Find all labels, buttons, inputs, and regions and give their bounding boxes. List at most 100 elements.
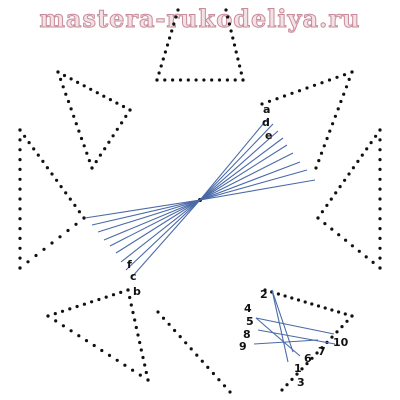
pin-dot: [234, 50, 238, 54]
pin-dot: [186, 78, 190, 82]
pin-dot: [46, 314, 50, 318]
pin-dot: [312, 83, 317, 87]
pin-dot: [378, 128, 382, 132]
pin-dot: [168, 36, 172, 40]
pin-dot: [316, 216, 320, 220]
pin-dot: [85, 151, 89, 155]
pin-dot: [82, 144, 86, 148]
thread-line: [109, 144, 288, 247]
pin-dot: [98, 153, 102, 157]
pin-dot: [134, 325, 138, 330]
pin-dot: [314, 166, 318, 170]
pin-dot: [136, 333, 140, 337]
pin-dot: [329, 197, 333, 201]
pin-dot: [163, 50, 167, 54]
pin-dot: [347, 77, 351, 81]
label-10: 10: [333, 336, 349, 349]
pin-dot: [323, 306, 327, 310]
pin-dot: [159, 64, 163, 68]
pin-dot: [297, 89, 302, 93]
pin-dot: [161, 316, 166, 320]
pin-dot: [357, 249, 361, 253]
pin-dot: [119, 290, 123, 294]
pin-dot: [238, 64, 242, 68]
pin-dot: [296, 298, 301, 302]
site-watermark: mastera-rukodeliya.ru: [39, 4, 361, 34]
pin-dot: [342, 73, 347, 77]
pin-dot: [267, 99, 272, 103]
pin-dot: [365, 147, 369, 151]
pin-dot: [337, 310, 341, 314]
pin-dot: [68, 197, 72, 201]
thread-line: [91, 123, 274, 226]
pin-dot: [18, 246, 22, 250]
pin-dot: [100, 348, 104, 353]
pin-dot: [231, 36, 235, 40]
pin-dot: [107, 353, 112, 357]
pin-dot: [26, 260, 30, 264]
pin-dot: [378, 256, 382, 260]
pin-dot: [53, 312, 57, 316]
pin-dot: [200, 359, 204, 363]
pin-dot: [36, 153, 40, 157]
pin-dot: [138, 373, 142, 377]
pin-dot: [77, 210, 81, 214]
pin-dot: [350, 314, 354, 318]
example-thread-line: [271, 289, 289, 363]
pin-dot: [282, 94, 287, 98]
pin-dot: [378, 187, 382, 191]
pin-dot: [61, 324, 65, 328]
pin-dot: [77, 129, 81, 133]
pin-dot: [378, 227, 382, 231]
pin-dot: [18, 187, 22, 191]
pin-dot: [300, 367, 304, 371]
pin-dot: [18, 128, 22, 132]
pin-dot: [239, 71, 243, 75]
pin-dot: [59, 77, 63, 81]
pin-dot: [378, 207, 382, 211]
pin-dot: [378, 167, 382, 171]
pin-dot: [290, 377, 294, 381]
pin-dot: [320, 346, 324, 350]
pin-dot: [143, 363, 147, 367]
pin-dot: [79, 136, 84, 141]
pin-dot: [374, 134, 378, 138]
pin-dot: [343, 178, 347, 182]
example-thread-line: [255, 317, 301, 357]
pin-dot: [360, 153, 364, 157]
pin-dot: [18, 197, 22, 201]
pin-dot: [172, 22, 176, 26]
pin-dot: [174, 15, 178, 19]
example-thread-line: [253, 339, 319, 345]
pin-dot: [129, 303, 133, 307]
pin-dot: [138, 340, 142, 345]
pin-dot: [68, 307, 72, 311]
pin-dot: [18, 158, 22, 162]
pin-dot: [369, 141, 373, 145]
thread-line: [103, 137, 284, 241]
pin-dot: [55, 178, 59, 182]
example-thread-line: [257, 329, 336, 345]
pin-dot: [206, 365, 210, 369]
pin-dot: [339, 99, 343, 104]
pin-dot: [345, 319, 349, 323]
label-d: d: [262, 116, 270, 129]
pin-dot: [89, 87, 93, 91]
pin-dot: [364, 255, 368, 259]
label-c: c: [130, 270, 137, 283]
pin-dot: [115, 101, 119, 105]
pin-dot: [338, 185, 342, 189]
pin-dot: [184, 341, 188, 345]
pin-dot: [263, 288, 267, 292]
pin-dot: [121, 104, 126, 109]
thread-line: [130, 179, 316, 279]
pin-dot: [50, 172, 54, 176]
pin-dot: [178, 335, 182, 339]
pin-dot: [115, 127, 119, 131]
pin-dot: [305, 362, 309, 366]
pin-dot: [222, 384, 227, 388]
pin-dot: [18, 177, 22, 181]
pin-dot: [303, 300, 307, 304]
pin-dot: [161, 57, 165, 61]
